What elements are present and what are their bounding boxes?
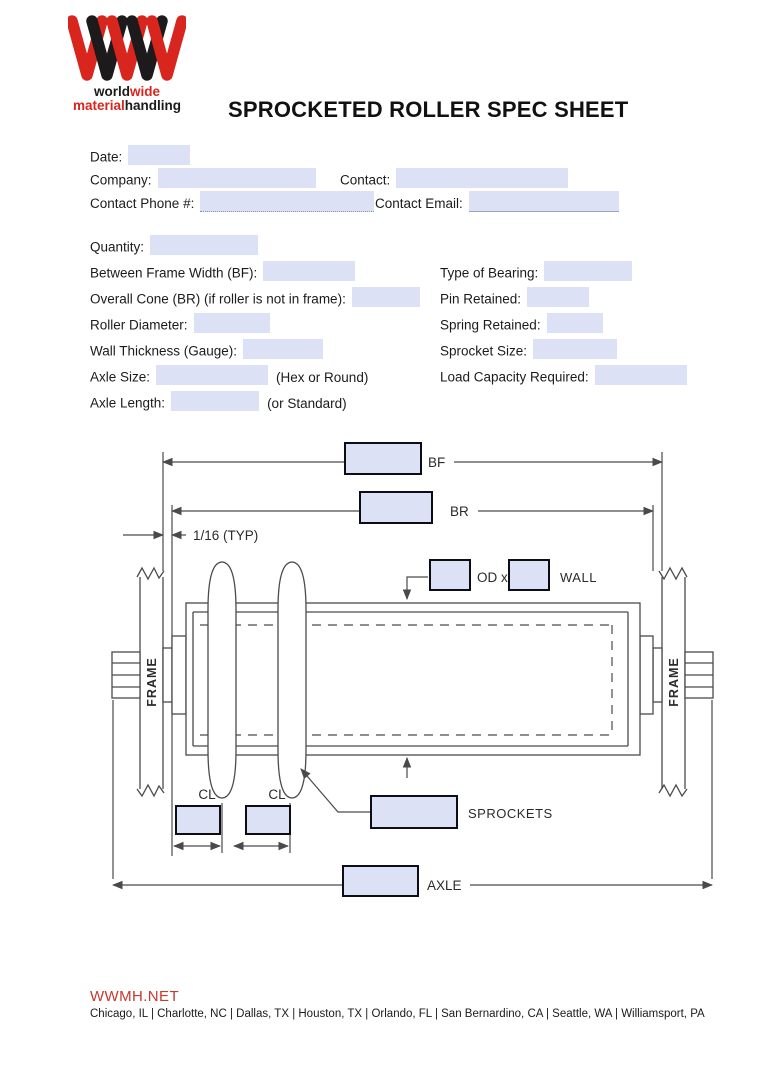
phone-field[interactable] <box>200 191 375 212</box>
od-value-box[interactable] <box>429 559 471 591</box>
bearing-field[interactable] <box>544 261 633 281</box>
roller-diagram: BF BR 1/16 (TYP) FRAME FRAME <box>111 442 714 897</box>
br-value-box[interactable] <box>359 491 433 524</box>
bf-dim-label: BF <box>428 455 445 470</box>
spring-retained-field[interactable] <box>546 313 603 333</box>
axle-size-row: Axle Size: (Hex or Round) <box>90 365 369 388</box>
phone-row: Contact Phone #: <box>90 191 375 215</box>
sprockets-value-box[interactable] <box>370 795 458 829</box>
date-label: Date: <box>90 149 123 165</box>
axle-value-box[interactable] <box>342 865 419 897</box>
contact-field[interactable] <box>396 168 569 188</box>
contact-row: Contact: <box>340 168 569 191</box>
company-row: Company: <box>90 168 316 191</box>
website-link[interactable]: WWMH.NET <box>90 988 180 1005</box>
pin-retained-row: Pin Retained: <box>440 287 590 310</box>
wall-value-box[interactable] <box>508 559 550 591</box>
br-dim-label: BR <box>450 504 469 519</box>
left-hub-step <box>162 647 173 703</box>
cl-value-box-2[interactable] <box>245 805 291 835</box>
left-frame-label: FRAME <box>145 657 159 706</box>
right-frame-label: FRAME <box>667 657 681 706</box>
sprocket-size-label: Sprocket Size: <box>440 343 528 359</box>
email-label: Contact Email: <box>375 196 463 212</box>
sprocket-1 <box>207 561 237 799</box>
axle-length-label: Axle Length: <box>90 395 166 411</box>
br-field[interactable] <box>351 287 420 307</box>
spring-retained-row: Spring Retained: <box>440 313 603 336</box>
logo-wordmark-line1: worldwide <box>93 84 160 99</box>
phone-label: Contact Phone #: <box>90 196 195 212</box>
bearing-label: Type of Bearing: <box>440 265 539 281</box>
quantity-field[interactable] <box>150 235 259 255</box>
email-row: Contact Email: <box>375 191 619 215</box>
right-frame-break-top <box>658 566 688 581</box>
date-field[interactable] <box>128 145 191 165</box>
axle-length-suffix: (or Standard) <box>267 395 347 411</box>
contact-label: Contact: <box>340 172 391 188</box>
sprocket-size-field[interactable] <box>533 339 618 359</box>
sprocket-2 <box>277 561 307 799</box>
load-capacity-field[interactable] <box>594 365 687 385</box>
sprockets-leader <box>300 768 370 813</box>
sprocket-size-row: Sprocket Size: <box>440 339 618 362</box>
sprockets-label: SPROCKETS <box>468 806 553 821</box>
bf-field[interactable] <box>263 261 356 281</box>
axle-left-stub <box>111 651 141 699</box>
right-frame-break-bottom <box>658 783 688 798</box>
od-leader-top <box>402 576 428 601</box>
left-frame-break-top <box>136 566 165 581</box>
axle-size-label: Axle Size: <box>90 369 151 385</box>
roller-diameter-label: Roller Diameter: <box>90 317 188 333</box>
roller-diameter-row: Roller Diameter: <box>90 313 270 336</box>
od-label: OD x <box>477 570 508 585</box>
date-row: Date: <box>90 145 191 168</box>
axle-dim-label: AXLE <box>427 878 462 893</box>
left-frame-break-bottom <box>136 783 165 798</box>
right-hub <box>639 635 654 715</box>
wall-thickness-row: Wall Thickness (Gauge): <box>90 339 324 362</box>
quantity-row: Quantity: <box>90 235 259 258</box>
left-hub <box>171 635 187 715</box>
bearing-row: Type of Bearing: <box>440 261 633 284</box>
br-label: Overall Cone (BR) (if roller is not in f… <box>90 291 346 307</box>
spring-retained-label: Spring Retained: <box>440 317 541 333</box>
cl-label-2: CL <box>268 787 286 802</box>
pin-retained-field[interactable] <box>527 287 590 307</box>
load-capacity-row: Load Capacity Required: <box>440 365 687 388</box>
cl-value-box-1[interactable] <box>175 805 221 835</box>
load-capacity-label: Load Capacity Required: <box>440 369 589 385</box>
company-logo: worldwide materialhandling <box>62 14 192 113</box>
wall-thickness-field[interactable] <box>243 339 324 359</box>
email-field[interactable] <box>468 191 619 212</box>
axle-length-row: Axle Length: (or Standard) <box>90 391 347 414</box>
axle-length-field[interactable] <box>171 391 260 411</box>
locations-line: Chicago, IL | Charlotte, NC | Dallas, TX… <box>90 1008 705 1020</box>
company-label: Company: <box>90 172 152 188</box>
axle-right-stub <box>684 651 714 699</box>
bf-row: Between Frame Width (BF): <box>90 261 356 284</box>
company-field[interactable] <box>157 168 316 188</box>
br-row: Overall Cone (BR) (if roller is not in f… <box>90 287 420 310</box>
wall-thickness-label: Wall Thickness (Gauge): <box>90 343 238 359</box>
roller-diameter-field[interactable] <box>193 313 270 333</box>
logo-wordmark-line2: materialhandling <box>72 98 182 113</box>
roller-body <box>185 602 641 756</box>
bf-label: Between Frame Width (BF): <box>90 265 258 281</box>
page-title: SPROCKETED ROLLER SPEC SHEET <box>228 97 629 122</box>
axle-size-field[interactable] <box>156 365 269 385</box>
pin-retained-label: Pin Retained: <box>440 291 522 307</box>
ww-logo-icon <box>66 15 188 81</box>
right-hub-step <box>652 647 663 703</box>
axle-size-suffix: (Hex or Round) <box>276 369 369 385</box>
wall-label: WALL <box>560 570 597 585</box>
typ-label: 1/16 (TYP) <box>193 528 258 543</box>
bf-value-box[interactable] <box>344 442 422 475</box>
quantity-label: Quantity: <box>90 239 145 255</box>
cl-label-1: CL <box>198 787 216 802</box>
